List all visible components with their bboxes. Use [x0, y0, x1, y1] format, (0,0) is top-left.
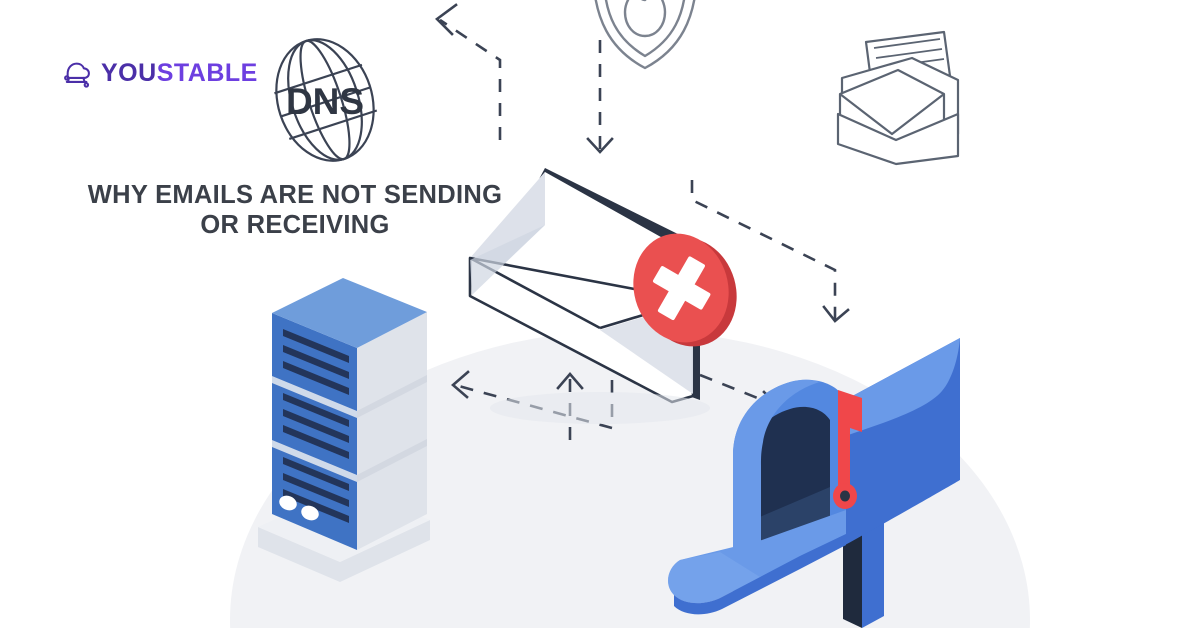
arrow-from-inbox	[690, 180, 837, 320]
arrowhead-inbox	[822, 305, 850, 323]
mailbox-door-edge	[674, 534, 846, 615]
inbox-front	[836, 112, 960, 166]
brand-name-second: STABLE	[156, 58, 258, 87]
firewall-shield-icon	[594, 0, 696, 70]
server-led-2	[301, 505, 319, 521]
server-tower	[258, 278, 430, 582]
arrowhead-dns	[435, 3, 458, 36]
brand-name-first: YOU	[101, 58, 157, 87]
envelope-error	[468, 168, 737, 424]
mailbox-flag	[833, 390, 862, 509]
error-badge	[633, 233, 737, 347]
mailbox-body-top	[845, 338, 960, 436]
server-side-face	[357, 312, 427, 550]
arrowhead-server	[451, 370, 470, 399]
server-base	[258, 520, 430, 582]
arrowhead-up	[556, 372, 584, 390]
inbox-envelope-flap	[839, 93, 945, 136]
mailbox-door-shade	[668, 552, 760, 604]
arrow-to-server	[454, 380, 614, 430]
error-cross-icon	[652, 256, 711, 320]
dns-globe-label: DNS	[286, 81, 364, 122]
brand-logo[interactable]: YOUSTABLE	[60, 56, 258, 90]
page-title-line-2: OR RECEIVING	[200, 211, 390, 240]
envelope-rim-top	[538, 168, 700, 258]
brand-wordmark: YOUSTABLE	[101, 58, 258, 87]
server-vent-slots	[283, 329, 349, 523]
arrow-to-dns	[439, 18, 502, 140]
page-title: WHY EMAILS ARE NOT SENDING OR RECEIVING	[60, 180, 530, 240]
arrowhead-envelope	[586, 137, 614, 154]
mailbox	[668, 338, 960, 628]
server-top-face	[272, 278, 427, 348]
page-title-line-1: WHY EMAILS ARE NOT SENDING	[87, 181, 503, 210]
inbox-tray-icon	[836, 30, 960, 166]
server-led-1	[279, 495, 297, 511]
dns-globe-icon: DNS	[274, 38, 378, 162]
cloud-server-icon	[64, 62, 90, 88]
